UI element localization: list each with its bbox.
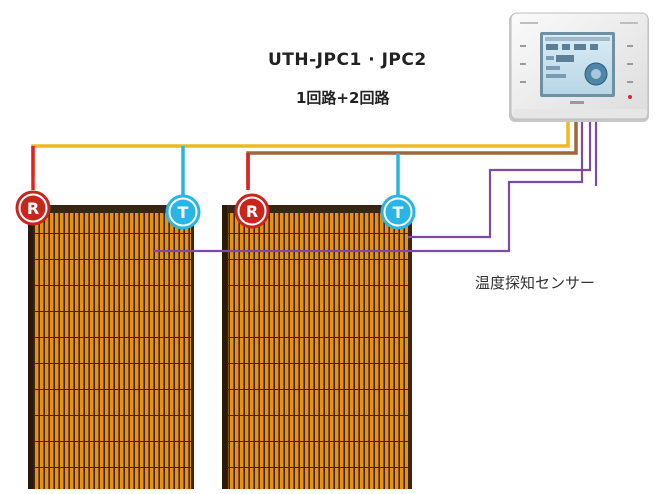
thermostat-controller (509, 12, 649, 122)
heater-panel-2 (222, 205, 412, 489)
heater-panel-1 (28, 205, 194, 489)
yellow-wire (31, 122, 570, 176)
controller-button-right-1 (627, 45, 633, 47)
diagram-title: UTH-JPC1 · JPC2 (268, 50, 427, 70)
t-badge-1-letter: T (178, 203, 189, 222)
controller-button-right-2 (627, 63, 633, 65)
sensor-label: 温度探知センサー (475, 274, 596, 292)
r-badge-2: R (234, 193, 270, 229)
t-badge-2: T (380, 194, 416, 230)
r-badge-1: R (15, 190, 51, 226)
purple-wire-b (408, 122, 592, 239)
r-badge-1-letter: R (27, 199, 39, 218)
diagram-subtitle: 1回路+2回路 (296, 89, 390, 107)
r-badge-2-letter: R (246, 202, 258, 221)
brown-wire (246, 122, 578, 188)
purple-wire-a (154, 122, 584, 253)
t-badge-2-letter: T (393, 203, 404, 222)
controller-button-right-3 (627, 81, 633, 83)
t-badge-1: T (165, 194, 201, 230)
controller-button-left-3 (520, 81, 526, 83)
controller-button-left-2 (520, 63, 526, 65)
controller-button-left-1 (520, 45, 526, 47)
